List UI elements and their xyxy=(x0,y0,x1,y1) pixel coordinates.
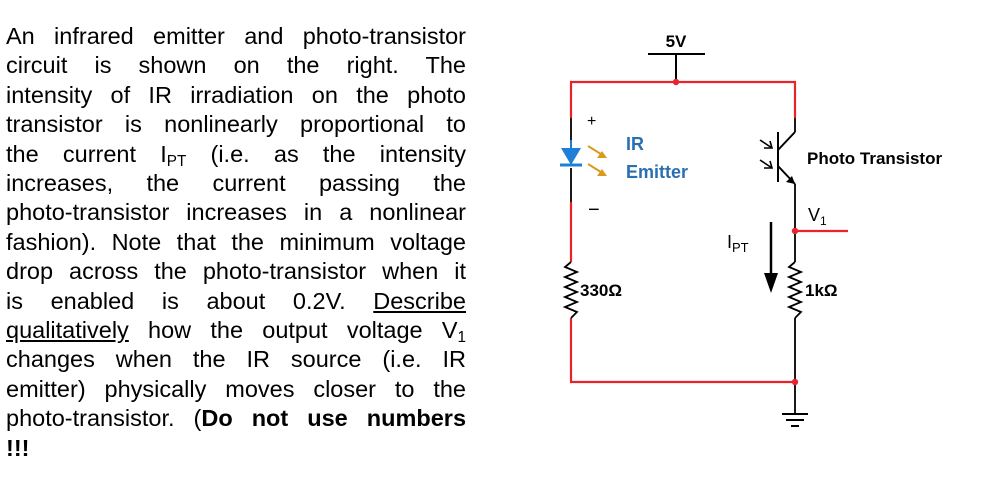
question-text-fragment: is enabled is about 0.2V. xyxy=(6,287,374,314)
ir-emitter-label-line1: IR xyxy=(626,134,644,154)
ir-emitter-label-line2: Emitter xyxy=(626,162,688,182)
component-leads xyxy=(570,118,796,414)
question-line: transistor is nonlinearly proportional t… xyxy=(6,111,466,138)
top-wire xyxy=(569,80,797,118)
question-line: increases, the current passing the xyxy=(6,170,466,197)
junction-dot xyxy=(791,378,799,386)
v1-label-text: V xyxy=(808,205,820,225)
question-line: !!! xyxy=(6,434,466,463)
junction-dot xyxy=(672,78,680,86)
wires xyxy=(569,80,848,384)
ground-icon xyxy=(782,413,808,427)
question-text: An infrared emitter and photo-transistor… xyxy=(6,22,466,463)
underlined-text: Describe xyxy=(373,287,466,314)
junction-dot xyxy=(791,227,799,235)
question-line: is enabled is about 0.2V. Describe xyxy=(6,287,466,316)
ir-emission-arrows xyxy=(587,145,607,176)
question-line: emitter) physically moves closer to the xyxy=(6,375,466,402)
ipt-label-text: I xyxy=(727,232,732,252)
question-line: fashion). Note that the minimum voltage xyxy=(6,228,466,255)
v1-label-sub: 1 xyxy=(820,214,827,228)
question-line: drop across the photo-transistor when it xyxy=(6,258,466,285)
photo-transistor-label: Photo Transistor xyxy=(807,149,942,168)
question-line: circuit is shown on the right. The xyxy=(6,52,466,79)
light-arrows-icon xyxy=(759,139,774,169)
question-line: changes when the IR source (i.e. IR xyxy=(6,346,466,373)
ir-emitter-led xyxy=(560,140,582,167)
question-line: qualitatively how the output voltage V1 xyxy=(6,316,466,345)
resistor-330-label: 330Ω xyxy=(580,281,622,300)
question-text-fragment: (i.e. as the intensity xyxy=(186,140,466,167)
bold-text: Do not use numbers xyxy=(201,405,467,432)
question-line: An infrared emitter and photo-transistor xyxy=(6,23,466,49)
supply-label: 5V xyxy=(666,32,687,51)
question-text-fragment: the current I xyxy=(6,140,167,167)
question-line: the current IPT (i.e. as the intensity xyxy=(6,140,466,169)
resistor-1k-label: 1kΩ xyxy=(805,281,838,300)
ipt-label: IPT xyxy=(727,232,749,255)
question-line: photo-transistor. (Do not use numbers xyxy=(6,404,466,433)
v1-label: V1 xyxy=(808,205,827,228)
question-text-fragment: photo-transistor. ( xyxy=(6,405,202,432)
current-arrow xyxy=(764,222,778,293)
resistor-330-ohm xyxy=(562,261,580,319)
question-line: photo-transistor increases in a nonlinea… xyxy=(6,199,466,226)
underlined-text: qualitatively xyxy=(6,317,129,344)
supply-terminal xyxy=(648,53,705,82)
ipt-label-sub: PT xyxy=(732,240,749,255)
plus-sign: + xyxy=(587,113,596,130)
bottom-wire xyxy=(569,318,795,384)
question-text-fragment: how the output voltage V xyxy=(128,317,458,344)
subscript: PT xyxy=(166,152,187,170)
resistor-1k-ohm xyxy=(786,261,804,319)
minus-sign: − xyxy=(588,199,600,221)
bold-text: !!! xyxy=(6,434,30,461)
photo-transistor xyxy=(777,131,796,185)
subscript: 1 xyxy=(457,328,467,346)
question-line: intensity of IR irradiation on the photo xyxy=(6,81,466,108)
